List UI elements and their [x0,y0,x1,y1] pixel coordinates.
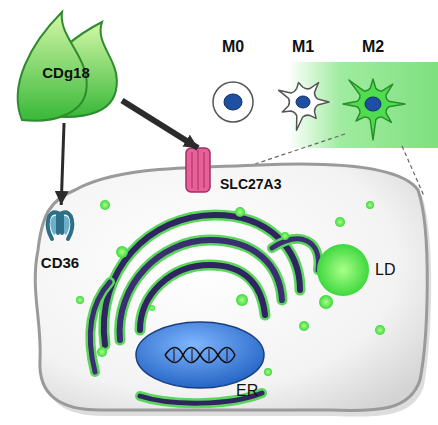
macrophage-cell: M0 [205,32,261,132]
node-shape [313,243,413,299]
m1-cell [279,83,329,131]
lipid-dot [319,295,333,309]
lipid-dot [235,207,245,217]
er-membrane [140,265,265,330]
cell-membrane [35,164,427,411]
m2-cell [343,79,405,140]
macrophage-cell: M1 [272,32,334,132]
lipid-dot [149,305,155,311]
node-label: CDg18 [10,65,122,82]
lipid-droplets [76,200,385,376]
dna-helix [165,348,235,363]
node-label: SLC27A3 [220,177,298,192]
slc27a3-transporter [186,148,210,192]
nucleus [136,322,264,388]
cell-nucleus [296,96,310,108]
er-membrane [272,239,318,270]
lipid-dot [236,294,248,306]
cd36-receptor [48,212,73,239]
lipid-dot [100,200,110,210]
lipid-dot [375,325,385,335]
lipid-dot [299,321,309,331]
er-glow [90,282,110,372]
lipid-dot [264,368,272,376]
dna-strand [165,348,235,363]
organelle-label: ER [236,382,258,400]
er-glow [140,265,265,330]
uptake-arrow [61,123,64,205]
lipid-dot [97,347,107,357]
er-glow [272,239,318,270]
transporter-stripes [192,150,204,190]
lipid-dot [76,296,84,304]
macrophage-cell: M2 [338,32,408,137]
transporter: SLC27A3 [178,148,298,198]
lipid-dot [335,217,345,227]
receptor: CD36 [30,205,90,275]
lipid-droplet [317,244,369,296]
lipid-droplet-node: LD [313,243,413,299]
nanoparticle-leaf: CDg18 [10,8,122,123]
endoplasmic-reticulum [90,215,318,403]
node-label: CD36 [30,255,90,272]
uptake-arrow [122,101,198,149]
er-membrane [90,282,110,372]
node-label: LD [375,261,411,279]
lipid-dot [366,201,374,209]
node-label: M1 [272,38,334,56]
m0-cell [213,82,253,122]
cell-nucleus [365,97,381,111]
dna-rungs [174,349,227,361]
node-label: M0 [205,38,261,56]
dna-strand [165,348,235,363]
node-label: M2 [338,38,408,56]
cd36-receptor-fill [50,216,69,235]
zoom-line [255,134,345,164]
cell-nucleus [224,94,242,110]
lipid-dot [281,232,289,240]
lipid-dot [116,246,128,258]
